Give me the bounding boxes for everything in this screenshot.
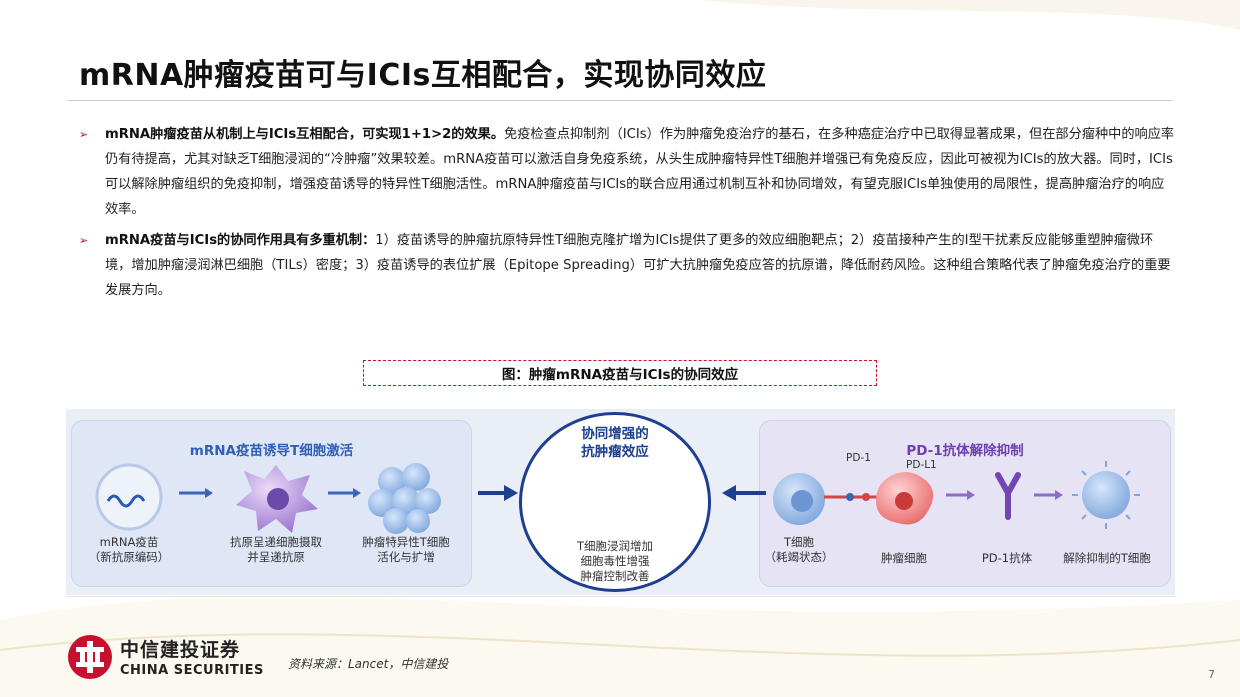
logo-english-name: CHINA SECURITIES [120,663,264,678]
pdl1-label: PD-L1 [906,459,937,471]
antigen-presenting-cell-icon [236,465,318,533]
step-label-line1: 肿瘤特异性T细胞 [362,535,450,549]
pd1-label: PD-1 [846,452,871,464]
center-title-line2: 抗肿瘤效应 [581,444,649,460]
bullet-list: ➢ mRNA肿瘤疫苗从机制上与ICIs互相配合，可实现1+1>2的效果。免疫检查… [75,122,1175,309]
page-title: mRNA肿瘤疫苗可与ICIs互相配合，实现协同效应 [79,58,767,93]
source-note: 资料来源：Lancet，中信建投 [288,657,449,671]
step-label-tumor: 肿瘤细胞 [881,551,927,565]
bullet-bold: mRNA肿瘤疫苗从机制上与ICIs互相配合，可实现1+1>2的效果。 [105,127,505,142]
exhausted-t-cell-icon [773,473,825,525]
company-logo: 中信建投证券 CHINA SECURITIES [66,633,276,683]
center-outcome-line: 肿瘤控制改善 [580,569,650,583]
center-title-line1: 协同增强的 [581,426,649,442]
tumor-cell-icon [876,472,934,525]
bullet-arrow-icon: ➢ [79,128,89,141]
bullet-text: 免疫检查点抑制剂（ICIs）作为肿瘤免疫治疗的基石，在多种癌症治疗中已取得显著成… [105,127,1175,217]
step-label-tcell: 肿瘤特异性T细胞 活化与扩增 [346,535,466,565]
bullet-item: ➢ mRNA肿瘤疫苗从机制上与ICIs互相配合，可实现1+1>2的效果。免疫检查… [75,122,1175,222]
center-outcomes: T细胞浸润增加 细胞毒性增强 肿瘤控制改善 [522,539,708,584]
bullet-item: ➢ mRNA疫苗与ICIs的协同作用具有多重机制：1）疫苗诱导的肿瘤抗原特异性T… [75,228,1175,303]
center-outcome-line: T细胞浸润增加 [576,539,654,553]
bullet-arrow-icon: ➢ [79,234,89,247]
page-number: 7 [1208,668,1215,681]
step-label-line2: 活化与扩增 [377,550,435,564]
logo-chinese-name: 中信建投证券 [120,639,241,661]
right-panel-title: PD-1抗体解除抑制 [906,443,1024,459]
step-label-apc: 抗原呈递细胞摄取 并呈递抗原 [216,535,336,565]
center-title: 协同增强的 抗肿瘤效应 [522,425,708,461]
figure-bottom-divider [66,596,1175,597]
t-cell-cluster-icon [368,463,441,534]
citic-emblem-icon [68,635,112,679]
pd1-antibody-icon [995,472,1021,520]
step-label-antibody: PD-1抗体 [981,551,1033,565]
step-label-line2: 并呈递抗原 [247,550,305,564]
figure-caption-text: 图：肿瘤mRNA疫苗与ICIs的协同效应 [501,367,739,383]
mrna-vaccine-icon [95,463,163,531]
step-label-line2: （新抗原编码） [88,550,170,564]
step-label-line2: （耗竭状态） [764,550,834,564]
synergy-center-circle: 协同增强的 抗肿瘤效应 T细胞浸润增加 细胞毒性增强 肿瘤控制改善 [519,412,711,592]
step-label-line1: mRNA疫苗 [99,535,159,549]
step-label-line1: 抗原呈递细胞摄取 [230,535,322,549]
bullet-text: 1）疫苗诱导的肿瘤抗原特异性T细胞克隆扩增为ICIs提供了更多的效应细胞靶点；2… [105,233,1171,298]
step-label-line1: T细胞 [783,535,815,549]
left-panel-title: mRNA疫苗诱导T细胞激活 [189,443,354,459]
center-outcome-line: 细胞毒性增强 [580,554,650,568]
bullet-bold: mRNA疫苗与ICIs的协同作用具有多重机制： [105,233,376,248]
title-divider [68,100,1172,101]
released-t-cell-icon [1072,461,1140,529]
step-label-released: 解除抑制的T细胞 [1063,551,1151,565]
step-label-mrna: mRNA疫苗 （新抗原编码） [79,535,179,565]
synergy-diagram: mRNA疫苗诱导T细胞激活 PD-1抗体解除抑制 [66,409,1175,595]
step-label-exhausted: T细胞 （耗竭状态） [759,535,839,565]
figure-caption: 图：肿瘤mRNA疫苗与ICIs的协同效应 [363,360,877,386]
